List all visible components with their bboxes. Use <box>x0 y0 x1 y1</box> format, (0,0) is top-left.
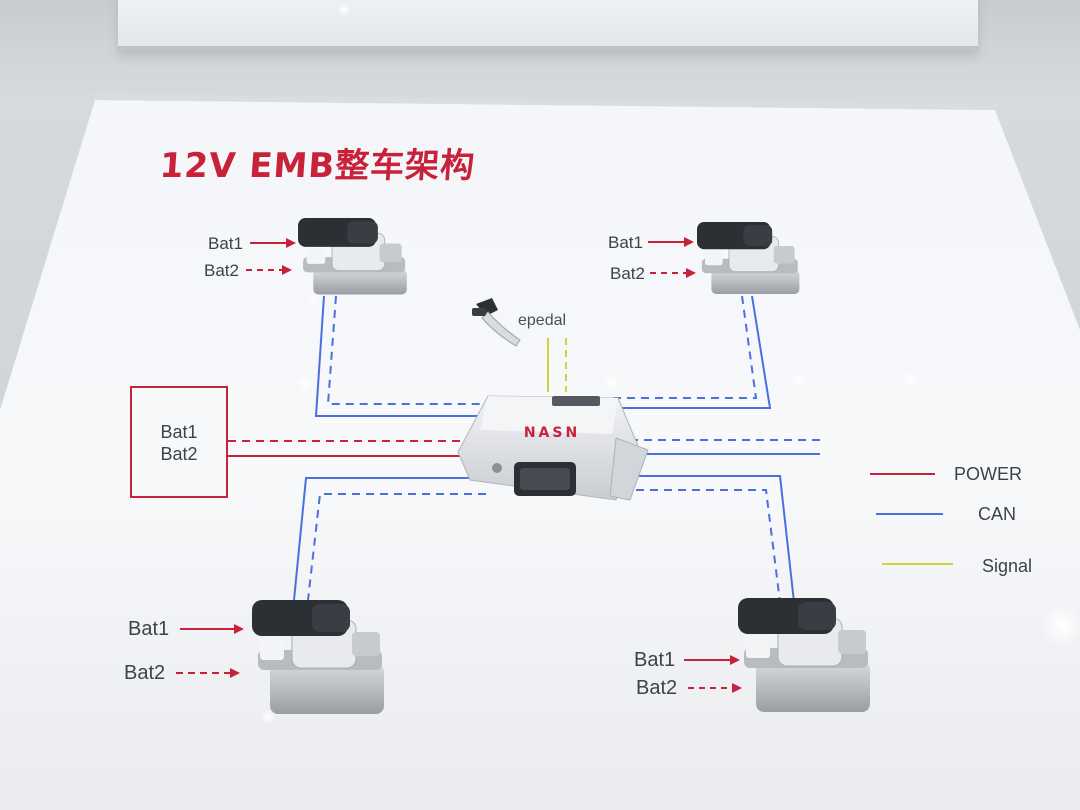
legend-can-label: CAN <box>978 504 1017 524</box>
legend-signal-label: Signal <box>982 556 1033 576</box>
ecu-logo: NASN <box>524 425 580 441</box>
caliper-rl-bat2-label: Bat2 <box>124 662 166 684</box>
battery-box: Bat1 Bat2 <box>130 386 228 498</box>
brake-pedal-icon <box>472 298 521 347</box>
ecu-module-icon <box>457 395 649 501</box>
caliper-rl-bat1-label: Bat1 <box>128 618 170 640</box>
caliper-fr-bat2-label: Bat2 <box>610 264 645 283</box>
can-dashed-lines <box>307 295 820 603</box>
caliper-fl-bat2-label: Bat2 <box>204 261 239 280</box>
bat-arrows <box>176 237 742 693</box>
brake-caliper-icon <box>697 222 800 294</box>
light-reflections <box>260 4 1080 725</box>
battery-box-bat1: Bat1 <box>160 422 198 442</box>
can-lines <box>293 295 820 603</box>
brake-caliper-icon <box>298 218 407 295</box>
brake-caliper-icon <box>738 598 870 712</box>
caliper-fr-bat1-label: Bat1 <box>608 233 643 252</box>
brake-caliper-icon <box>252 600 384 714</box>
upper-display-board <box>118 0 978 52</box>
caliper-rr-bat1-label: Bat1 <box>634 649 676 671</box>
can-dashed-front-right <box>610 295 758 399</box>
legend-power-label: POWER <box>954 464 1023 484</box>
can-line-rear-left <box>293 477 486 601</box>
caliper-rr-bat2-label: Bat2 <box>636 677 678 699</box>
diagram-title: 12V EMB整车架构 <box>158 146 477 186</box>
can-line-front-right <box>610 295 772 409</box>
board-edge <box>92 94 999 110</box>
can-line-rear-right <box>636 475 795 603</box>
caliper-fl-bat1-label: Bat1 <box>208 234 243 253</box>
can-line-front-left <box>314 295 500 417</box>
battery-box-bat2: Bat2 <box>160 444 198 464</box>
pedal-label: epedal <box>518 312 567 329</box>
can-dashed-rear-right <box>636 489 781 603</box>
